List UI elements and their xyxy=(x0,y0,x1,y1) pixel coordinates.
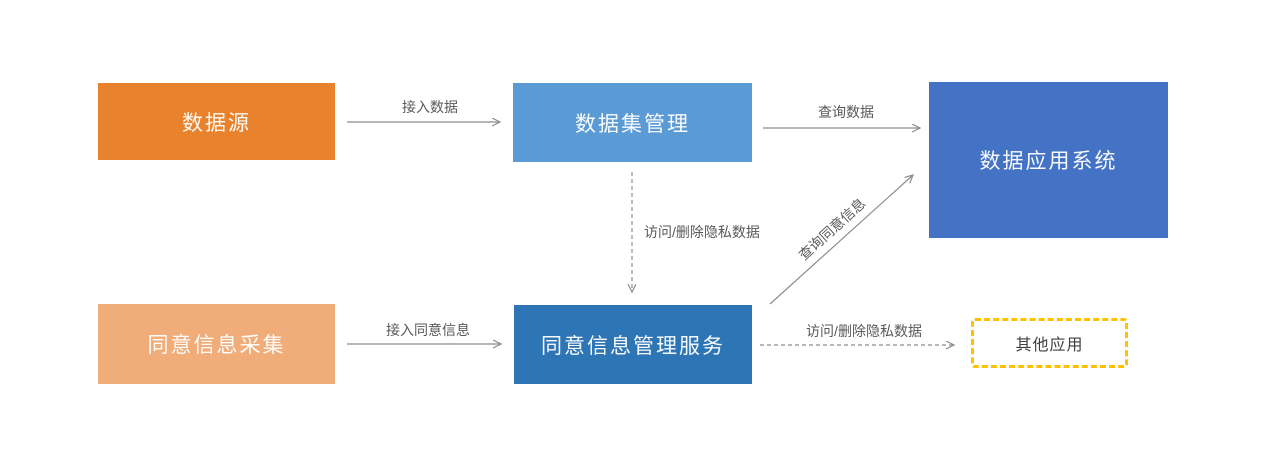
edge-label-access-delete-private-data-other: 访问/删除隐私数据 xyxy=(806,323,922,339)
edge-label-access-delete-private-data: 访问/删除隐私数据 xyxy=(644,224,760,240)
edge-label-ingest-data: 接入数据 xyxy=(402,99,458,115)
edge-label-ingest-consent: 接入同意信息 xyxy=(386,322,470,338)
node-other-applications-label: 其他应用 xyxy=(1015,337,1084,354)
node-data-source-label: 数据源 xyxy=(182,111,251,135)
edge-label-query-data: 查询数据 xyxy=(818,104,874,120)
node-consent-mgmt-service: 同意信息管理服务 xyxy=(514,305,752,384)
node-consent-collection-label: 同意信息采集 xyxy=(147,334,286,357)
node-dataset-management-label: 数据集管理 xyxy=(575,112,690,136)
edge-query-consent-line xyxy=(769,175,913,305)
node-consent-mgmt-service-label: 同意信息管理服务 xyxy=(541,334,725,358)
node-other-applications: 其他应用 xyxy=(971,318,1128,368)
node-consent-collection: 同意信息采集 xyxy=(98,304,335,384)
node-data-application-system: 数据应用系统 xyxy=(929,82,1168,238)
node-data-application-system-label: 数据应用系统 xyxy=(979,150,1118,173)
node-dataset-management: 数据集管理 xyxy=(513,83,752,162)
node-data-source: 数据源 xyxy=(98,83,335,160)
